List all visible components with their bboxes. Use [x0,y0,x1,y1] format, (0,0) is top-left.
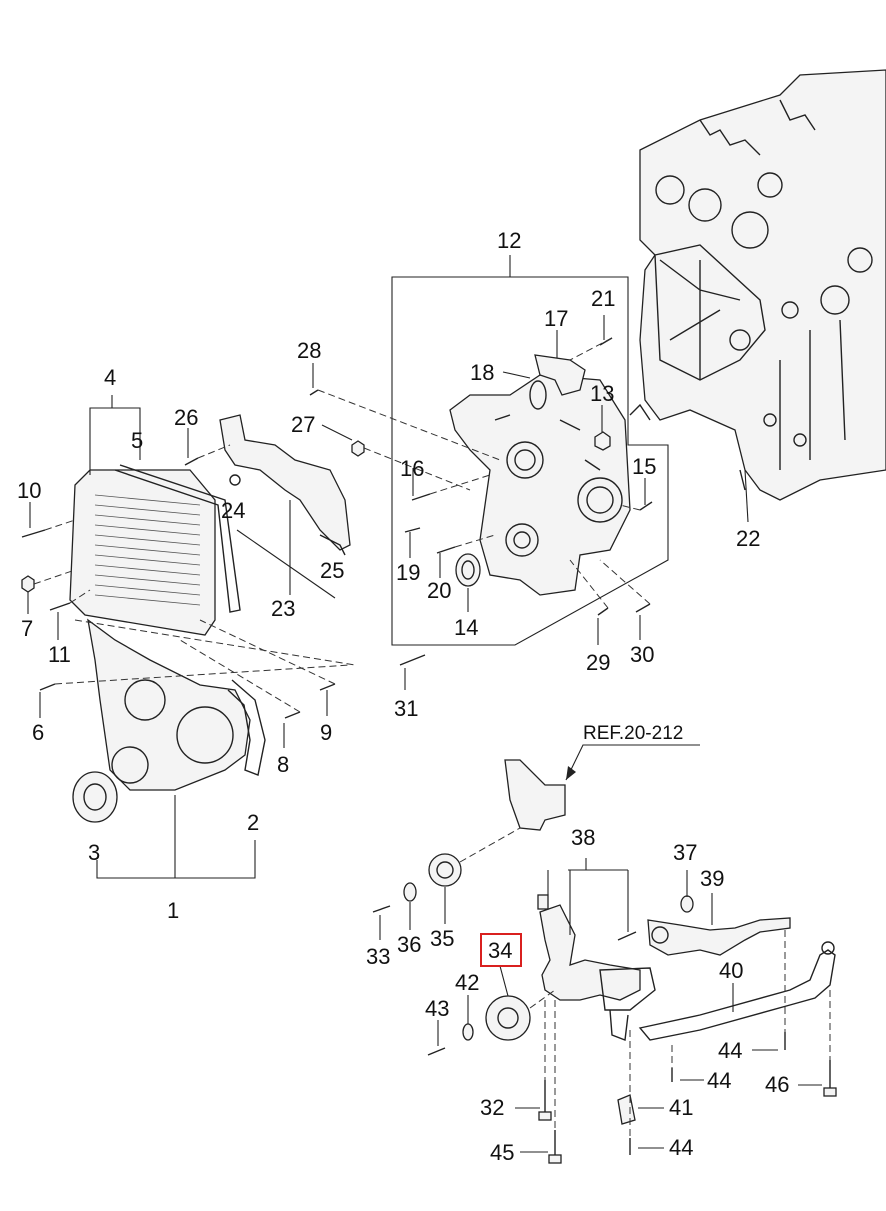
callout-26: 26 [174,405,198,430]
callout-43: 43 [425,996,449,1021]
callout-25: 25 [320,558,344,583]
callout-37: 37 [673,840,697,865]
reference-note: REF.20-212 [583,723,683,744]
callout-29: 29 [586,650,610,675]
lower-timing-belt-cover [54,618,356,879]
callout-42: 42 [455,970,479,995]
callout-38: 38 [571,825,595,850]
upper-timing-belt-cover [21,395,241,691]
callout-45: 45 [490,1140,514,1165]
callout-36: 36 [397,932,421,957]
callout-labels: 1 2 3 4 5 6 7 8 9 10 11 12 13 14 15 16 1… [17,228,789,1165]
callout-33: 33 [366,944,390,969]
callout-5: 5 [131,428,143,453]
callout-2: 2 [247,810,259,835]
callout-16: 16 [400,456,424,481]
callout-41: 41 [669,1095,693,1120]
timing-cover-assembly [391,255,669,666]
callout-44-middle: 44 [707,1068,731,1093]
engine-block [629,69,886,501]
callout-8: 8 [277,752,289,777]
callout-21: 21 [591,286,615,311]
callout-17: 17 [544,306,568,331]
callout-44-lower: 44 [669,1135,693,1160]
callout-44-upper: 44 [718,1038,742,1063]
callout-46: 46 [765,1072,789,1097]
callout-35: 35 [430,926,454,951]
callout-32: 32 [480,1095,504,1120]
callout-22: 22 [736,526,760,551]
callout-11: 11 [48,642,71,667]
callout-23: 23 [271,596,295,621]
callout-15: 15 [632,454,656,479]
callout-13: 13 [590,381,614,406]
callout-3: 3 [88,840,100,865]
callout-28: 28 [297,338,321,363]
callout-12: 12 [497,228,521,253]
callout-9: 9 [320,720,332,745]
callout-6: 6 [32,720,44,745]
callout-7: 7 [21,616,33,641]
callout-30: 30 [630,642,654,667]
callout-34: 34 [488,938,512,963]
callout-10: 10 [17,478,41,503]
callout-24: 24 [221,498,245,523]
callout-40: 40 [719,958,743,983]
callout-20: 20 [427,578,451,603]
callout-leaders [27,315,822,1153]
callout-34-highlight [480,933,522,967]
callout-39: 39 [700,866,724,891]
callout-14: 14 [454,615,478,640]
oil-pump-assembly [372,744,837,1164]
callout-27: 27 [291,412,315,437]
callout-19: 19 [396,560,420,585]
timing-back-plate [184,389,501,599]
callout-1: 1 [167,898,179,923]
callout-4: 4 [104,365,116,390]
callout-18: 18 [470,360,494,385]
callout-31: 31 [394,696,418,721]
